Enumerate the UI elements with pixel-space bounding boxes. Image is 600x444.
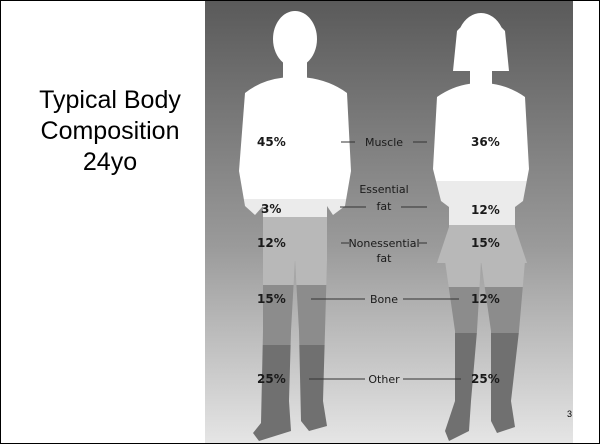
title-line-1: Typical Body <box>15 85 205 116</box>
nonessential-fat-label-line-1: Nonessential <box>348 237 419 250</box>
muscle-label: Muscle <box>365 136 403 149</box>
other-label: Other <box>368 373 400 386</box>
male-nonessential-fat-value: 12% <box>257 236 286 250</box>
male-bone-value: 15% <box>257 292 286 306</box>
female-bone-value: 12% <box>471 292 500 306</box>
slide-title: Typical Body Composition 24yo <box>15 85 205 178</box>
title-line-2: Composition <box>15 116 205 147</box>
nonessential-fat-label-line-2: fat <box>377 252 393 265</box>
title-line-3: 24yo <box>15 147 205 178</box>
female-nonessential-fat-value: 15% <box>471 236 500 250</box>
bone-label: Bone <box>370 293 398 306</box>
female-muscle-value: 36% <box>471 135 500 149</box>
body-composition-svg: 45% Muscle 36% Essential 3% fat 12% 12% … <box>205 1 573 444</box>
body-composition-figure: 45% Muscle 36% Essential 3% fat 12% 12% … <box>205 1 573 444</box>
female-essential-fat-value: 12% <box>471 203 500 217</box>
male-essential-fat-value: 3% <box>261 202 281 216</box>
essential-fat-label-line-1: Essential <box>359 183 408 196</box>
male-muscle-value: 45% <box>257 135 286 149</box>
page-number: 3 <box>567 409 572 419</box>
female-other-value: 25% <box>471 372 500 386</box>
male-other-value: 25% <box>257 372 286 386</box>
essential-fat-label-line-2: fat <box>377 200 393 213</box>
